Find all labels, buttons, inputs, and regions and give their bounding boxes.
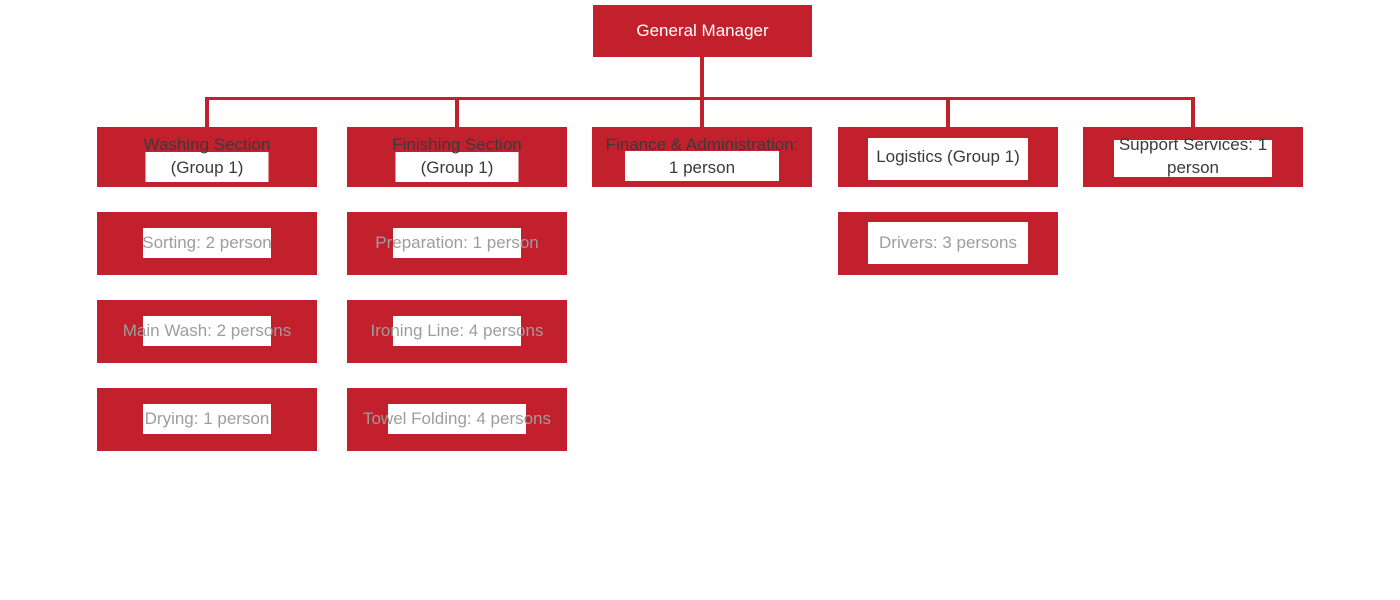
org-node-logistics: Logistics (Group 1) (838, 127, 1058, 187)
connector-stub-washing (205, 97, 209, 127)
node-label: Preparation: 1 person (375, 233, 539, 253)
label-background (1114, 140, 1272, 177)
node-label: Finance & Administration: 1 person (605, 135, 799, 177)
label-background (393, 228, 521, 258)
org-node-finishing-section: Finishing Section (Group 1) (347, 127, 567, 187)
org-node-general-manager: General Manager (593, 5, 812, 57)
label-background (868, 222, 1028, 264)
label-background (395, 152, 519, 182)
org-node-sorting: Sorting: 2 person (97, 212, 317, 275)
node-label: Towel Folding: 4 persons (362, 409, 552, 429)
connector-stub-finishing (455, 97, 459, 127)
node-label: Sorting: 2 person (142, 233, 272, 253)
org-node-drying: Drying: 1 person (97, 388, 317, 451)
connector-stub-support (1191, 97, 1195, 127)
node-label: Support Services: 1 person (1118, 135, 1268, 177)
node-label: Logistics (Group 1) (876, 146, 1020, 166)
org-node-finance-administration: Finance & Administration: 1 person (592, 127, 812, 187)
label-background (625, 151, 779, 181)
node-label: Finishing Section (Group 1) (392, 135, 522, 177)
label-background (143, 316, 271, 346)
connector-stub-logistics (946, 97, 950, 127)
node-label: General Manager (636, 20, 769, 40)
org-node-drivers: Drivers: 3 persons (838, 212, 1058, 275)
org-node-ironing-line: Ironing Line: 4 persons (347, 300, 567, 363)
label-background (393, 316, 521, 346)
node-label: Ironing Line: 4 persons (370, 321, 544, 341)
label-background (388, 404, 526, 434)
org-node-preparation: Preparation: 1 person (347, 212, 567, 275)
label-background (868, 138, 1028, 180)
node-label: Drying: 1 person (144, 409, 270, 429)
node-label: Main Wash: 2 persons (122, 321, 292, 341)
label-background (143, 404, 271, 434)
org-node-support-services: Support Services: 1 person (1083, 127, 1303, 187)
org-node-towel-folding: Towel Folding: 4 persons (347, 388, 567, 451)
connector-root-stub (700, 57, 704, 127)
node-label: Drivers: 3 persons (879, 233, 1017, 253)
label-background (145, 152, 269, 182)
org-node-main-wash: Main Wash: 2 persons (97, 300, 317, 363)
org-node-washing-section: Washing Section (Group 1) (97, 127, 317, 187)
label-background (143, 228, 271, 258)
connector-horizontal (205, 97, 1195, 100)
node-label: Washing Section (Group 1) (143, 135, 271, 177)
